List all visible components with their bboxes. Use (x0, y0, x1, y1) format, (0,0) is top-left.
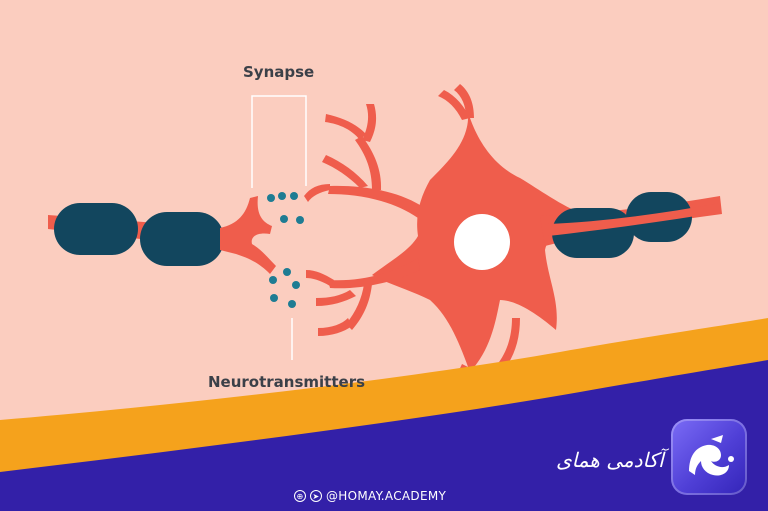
purple-band (0, 360, 768, 511)
neurotransmitter-dot (292, 281, 300, 289)
handle-text: @HOMAY.ACADEMY (326, 489, 447, 503)
synapse-bracket (251, 95, 307, 188)
dendrite-tip (306, 270, 334, 286)
synapse-label: Synapse (243, 63, 315, 81)
globe-icon: ⊕ (294, 490, 306, 502)
logo-mark (689, 435, 734, 476)
logo-dot (728, 456, 734, 462)
presynaptic-axon (48, 196, 276, 274)
neurotransmitters (267, 192, 304, 308)
homay-logo-icon (671, 419, 747, 495)
dendrite-tip (304, 184, 330, 202)
neurotransmitter-dot (278, 192, 286, 200)
neurotransmitter-dot (283, 268, 291, 276)
myelin-sheath-left-2 (140, 212, 224, 266)
logo-accent (711, 435, 723, 443)
nucleus (454, 214, 510, 270)
dendrite-tip (316, 290, 356, 306)
neurotransmitter-dot (296, 216, 304, 224)
dendrite-lower (328, 258, 420, 289)
neurotransmitter-dot (269, 276, 277, 284)
neurotransmitter-dot (288, 300, 296, 308)
neurotransmitter-dot (280, 215, 288, 223)
dendrite-tip (325, 114, 366, 140)
dendrite-upper-branch (355, 136, 382, 190)
dendrite-tip (318, 318, 352, 336)
dendrite-lower-branch (346, 284, 372, 330)
dendrite-upper-branch (322, 155, 368, 188)
dendrite-tip (362, 104, 377, 142)
axon-through-myelin (548, 203, 721, 236)
neurotransmitter-dot (267, 194, 275, 202)
brand-name: آکادمی همای (556, 448, 664, 472)
neurotransmitter-dot (270, 294, 278, 302)
dendrite-upper (328, 185, 420, 218)
dendrite-top (454, 84, 474, 118)
axon-terminal (220, 196, 276, 274)
logo-glyph (689, 444, 729, 476)
social-handle: ⊕ ➤ @HOMAY.ACADEMY (294, 489, 446, 503)
dendrite-top (438, 90, 470, 120)
neurotransmitters-label: Neurotransmitters (208, 373, 366, 391)
myelin-sheath-left-1 (54, 203, 138, 255)
dendrite-bottom (496, 318, 520, 372)
neurotransmitter-dot (290, 192, 298, 200)
telegram-icon: ➤ (310, 490, 322, 502)
